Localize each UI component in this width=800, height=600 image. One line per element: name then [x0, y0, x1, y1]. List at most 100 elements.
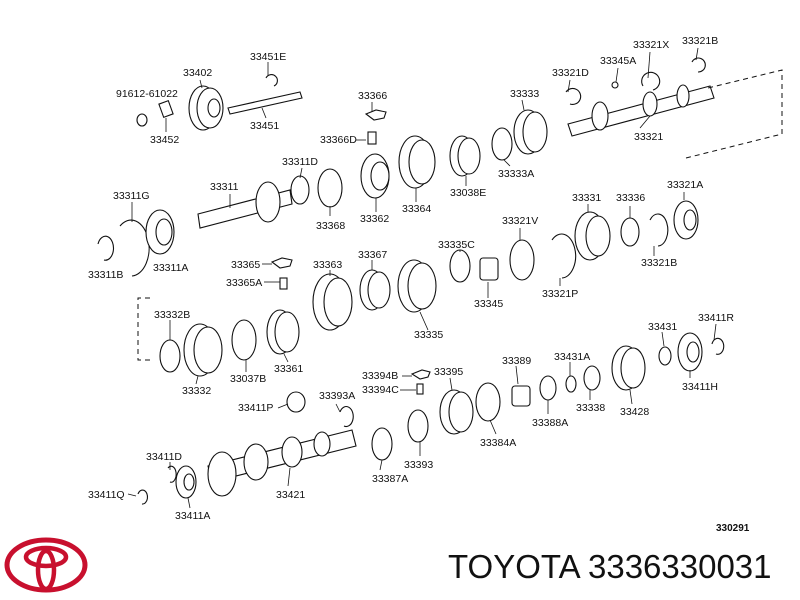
label-33311a: 33311A [153, 262, 188, 274]
label-33331: 33331 [572, 192, 601, 204]
part-labels: 91612-61022 33402 33451E 33451 33452 333… [88, 35, 734, 522]
label-33321d: 33321D [552, 67, 589, 79]
part-caption: TOYOTA 3336330031 [448, 548, 772, 586]
label-33394b: 33394B [362, 370, 398, 382]
bearing-33336 [620, 217, 640, 247]
snapring-33311g [119, 219, 150, 277]
label-33364: 33364 [402, 203, 431, 215]
label-33338: 33338 [576, 402, 605, 414]
clip-33411q [137, 489, 149, 505]
label-33336: 33336 [616, 192, 645, 204]
label-33393: 33393 [404, 459, 433, 471]
bearing-33321v [509, 239, 535, 281]
diagram-code: 330291 [716, 523, 750, 534]
key-33394b [410, 369, 431, 380]
label-33395: 33395 [434, 366, 463, 378]
key-33365 [270, 257, 293, 269]
label-33038e: 33038E [450, 187, 486, 199]
label-33421: 33421 [276, 489, 305, 501]
shaft-33321 [567, 85, 715, 137]
label-33366d: 33366D [320, 134, 357, 146]
caption-brand: TOYOTA [448, 548, 579, 585]
label-33311g: 33311G [113, 190, 150, 202]
label-33311d: 33311D [282, 156, 318, 168]
washer-33431 [658, 346, 672, 366]
bearing-33333a [491, 127, 513, 161]
label-33393a: 33393A [319, 390, 355, 402]
washer-33431a [565, 375, 577, 393]
label-33311: 33311 [210, 181, 239, 193]
label-33365a: 33365A [226, 277, 262, 289]
label-33411p: 33411P [238, 402, 273, 414]
label-33366: 33366 [358, 90, 387, 102]
label-33394c: 33394C [362, 384, 399, 396]
toyota-logo [4, 537, 88, 593]
label-33428: 33428 [620, 406, 649, 418]
label-33363: 33363 [313, 259, 342, 271]
label-91612-61022: 91612-61022 [116, 88, 178, 100]
row-1-parts [136, 57, 715, 208]
label-33332: 33332 [182, 385, 211, 397]
clip-33321d [565, 87, 582, 105]
label-33384a: 33384A [480, 437, 516, 449]
key-33452 [158, 100, 174, 118]
label-33321b: 33321B [641, 257, 677, 269]
collar-33345 [479, 257, 499, 281]
label-33451: 33451 [250, 120, 279, 132]
bearing-33332b [159, 339, 181, 373]
label-33332b: 33332B [154, 309, 190, 321]
label-33321b-top: 33321B [682, 35, 718, 47]
label-33411q: 33411Q [88, 489, 125, 501]
label-33345a: 33345A [600, 55, 636, 67]
label-33411h: 33411H [682, 381, 718, 393]
label-33452: 33452 [150, 134, 179, 146]
bearing-33338 [583, 365, 601, 391]
label-33411d: 33411D [146, 451, 182, 463]
ring-33321p [551, 233, 577, 279]
shaft-33451 [227, 91, 303, 115]
label-33389: 33389 [502, 355, 531, 367]
spring-33365a [279, 277, 288, 290]
label-33361: 33361 [274, 363, 303, 375]
label-33037b: 33037B [230, 373, 266, 385]
key-33366 [364, 109, 387, 121]
label-33333a: 33333A [498, 168, 534, 180]
bearing-33411p [286, 391, 306, 413]
ring-33321b-top [691, 57, 706, 73]
row-4-parts [159, 309, 300, 377]
label-33388a: 33388A [532, 417, 568, 429]
caption-part-number: 3336330031 [587, 548, 772, 585]
label-33362: 33362 [360, 213, 389, 225]
label-33335: 33335 [414, 329, 443, 341]
clip-33311b [97, 235, 115, 261]
hub-33393 [407, 409, 429, 443]
label-33411r: 33411R [698, 312, 734, 324]
label-33411a: 33411A [175, 510, 210, 522]
row-2-parts [97, 181, 293, 277]
ring-33387a [371, 427, 393, 461]
label-33387a: 33387A [372, 473, 408, 485]
label-33402: 33402 [183, 67, 212, 79]
ring-33321b [649, 213, 669, 247]
label-33321: 33321 [634, 131, 663, 143]
label-33365: 33365 [231, 259, 260, 271]
label-33367: 33367 [358, 249, 387, 261]
bearing-33311d [290, 175, 310, 205]
label-33431: 33431 [648, 321, 677, 333]
clip-33393a [339, 406, 354, 428]
clip-33451e [265, 74, 278, 87]
label-33321x: 33321X [633, 39, 669, 51]
label-33321v: 33321V [502, 215, 538, 227]
ring-33037b [231, 319, 257, 361]
label-33431a: 33431A [554, 351, 590, 363]
label-33321a: 33321A [667, 179, 703, 191]
label-33451e: 33451E [250, 51, 286, 63]
row-5-parts [137, 332, 725, 505]
snapring-33321x [641, 71, 661, 91]
ring-33368 [317, 168, 343, 208]
dash-connector-left [137, 297, 150, 361]
gear-33384a [475, 382, 501, 422]
ball-33345a [611, 81, 619, 89]
spring-33394c [416, 383, 424, 395]
